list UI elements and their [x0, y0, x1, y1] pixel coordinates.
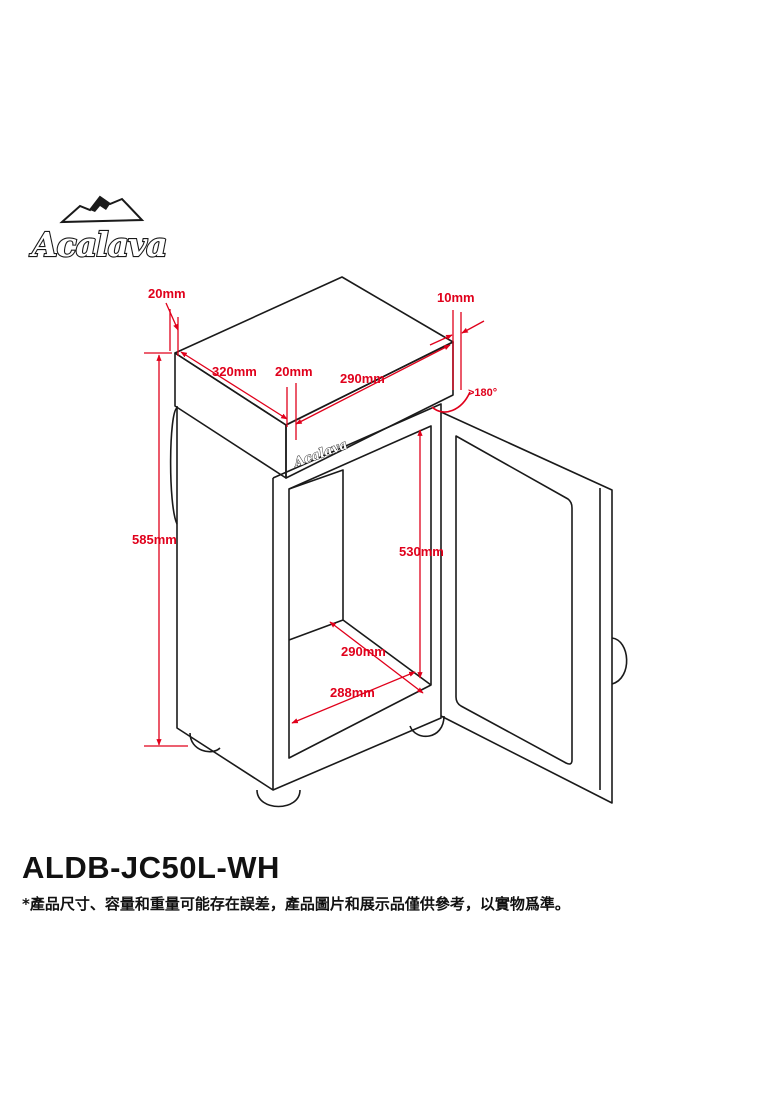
dimension-inner-depth-label: 290mm: [341, 644, 386, 659]
dimension-inner-width-label: 288mm: [330, 685, 375, 700]
cabinet-outline: [169, 276, 628, 808]
door-window: [455, 435, 573, 765]
cabinet-left-side: [176, 406, 274, 791]
foot-left: [189, 732, 221, 753]
brand-logo-text: Acalava: [29, 225, 167, 264]
foot-right: [409, 715, 445, 738]
foot-front: [256, 789, 301, 808]
dimension-depth-label: 320mm: [212, 364, 257, 379]
mountain-snow-icon: [90, 197, 110, 212]
dimension-front-edge-label: 20mm: [275, 364, 313, 379]
dimension-door-angle-label: >180°: [468, 387, 497, 399]
top-slab-top-face: [174, 276, 454, 426]
dimension-height-label: 585mm: [132, 532, 177, 547]
dimension-inner-height-label: 530mm: [399, 544, 444, 559]
side-handle: [169, 407, 178, 525]
dimension-labels: 20mm 10mm 320mm 20mm 290mm >180° 585mm 5…: [132, 286, 497, 700]
door-outer: [440, 411, 613, 804]
dimension-width-label: 290mm: [340, 371, 385, 386]
brand-logo: Acalava: [28, 195, 169, 265]
width-dimension-line: [295, 344, 451, 425]
depth-dimension-line: [180, 351, 288, 420]
dimension-hinge-gap-label: 10mm: [437, 290, 475, 305]
model-number: ALDB-JC50L-WH: [22, 850, 280, 885]
door-handle: [611, 637, 628, 685]
dimension-top-edge-label: 20mm: [148, 286, 186, 301]
door-angle-arc: [431, 391, 471, 413]
inner-width-dimension-line: [291, 671, 416, 724]
cabinet-inner-frame: [288, 425, 432, 759]
cabinet-front-frame: [272, 403, 442, 791]
dimension-lines: [144, 302, 485, 747]
disclaimer-text: *產品尺寸、容量和重量可能存在誤差，產品圖片和展示品僅供參考，以實物爲準。: [22, 895, 570, 913]
